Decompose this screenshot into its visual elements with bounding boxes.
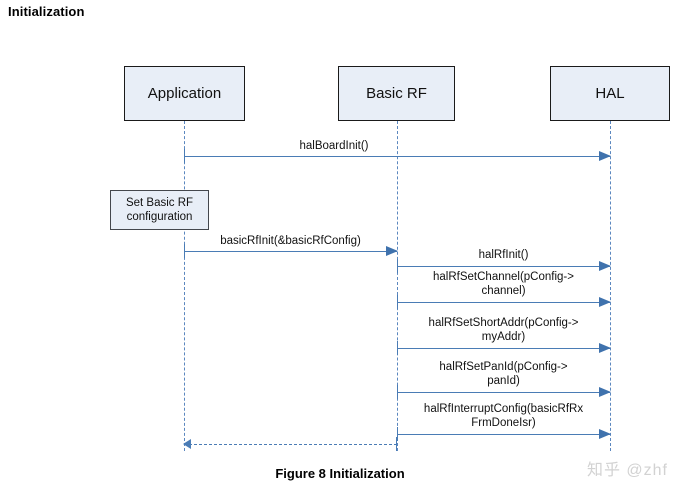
note-text: Set Basic RF configuration [125, 196, 194, 223]
lifeline-header-basic-rf: Basic RF [338, 66, 455, 121]
message-label-1: halBoardInit() [299, 140, 369, 152]
message-line-6 [397, 392, 610, 393]
arrowhead-right-1 [599, 151, 611, 161]
note-set-basic-rf-configuration: Set Basic RF configuration [110, 190, 209, 230]
message-line-7 [397, 434, 610, 435]
message-tick-left-3 [397, 259, 398, 273]
message-line-8 [184, 444, 397, 445]
lifeline-application [184, 121, 185, 451]
lifeline-header-application: Application [124, 66, 245, 121]
arrowhead-right-6 [599, 387, 611, 397]
message-line-5 [397, 348, 610, 349]
lifeline-header-hal: HAL [550, 66, 670, 121]
figure-caption: Figure 8 Initialization [275, 466, 405, 481]
message-tick-left-5 [397, 341, 398, 355]
arrowhead-right-5 [599, 343, 611, 353]
message-label-6: halRfSetPanId(pConfig-> panId) [439, 361, 568, 387]
message-tick-left-1 [184, 149, 185, 163]
watermark: 知乎 @zhf [586, 462, 668, 479]
lifeline-hal [610, 121, 611, 451]
page-title: Initialization [8, 4, 85, 19]
message-label-4: halRfSetChannel(pConfig-> channel) [433, 271, 574, 297]
message-tick-right-8 [396, 437, 397, 451]
message-label-5: halRfSetShortAddr(pConfig-> myAddr) [428, 317, 579, 343]
lifeline-label-basic-rf: Basic RF [366, 85, 427, 102]
message-line-1 [184, 156, 610, 157]
arrowhead-right-3 [599, 261, 611, 271]
message-label-2: basicRfInit(&basicRfConfig) [220, 235, 361, 247]
message-line-2 [184, 251, 397, 252]
message-tick-left-6 [397, 385, 398, 399]
arrowhead-left-8 [183, 439, 191, 449]
lifeline-label-application: Application [147, 85, 222, 102]
message-line-4 [397, 302, 610, 303]
arrowhead-right-2 [386, 246, 398, 256]
message-tick-left-2 [184, 244, 185, 258]
message-label-7: halRfInterruptConfig(basicRfRx FrmDoneIs… [423, 403, 584, 429]
arrowhead-right-7 [599, 429, 611, 439]
message-tick-left-7 [397, 427, 398, 441]
lifeline-basic-rf [397, 121, 398, 451]
message-label-3: halRfInit() [478, 249, 529, 261]
lifeline-label-hal: HAL [595, 85, 625, 102]
arrowhead-right-4 [599, 297, 611, 307]
message-line-3 [397, 266, 610, 267]
message-tick-left-4 [397, 295, 398, 309]
